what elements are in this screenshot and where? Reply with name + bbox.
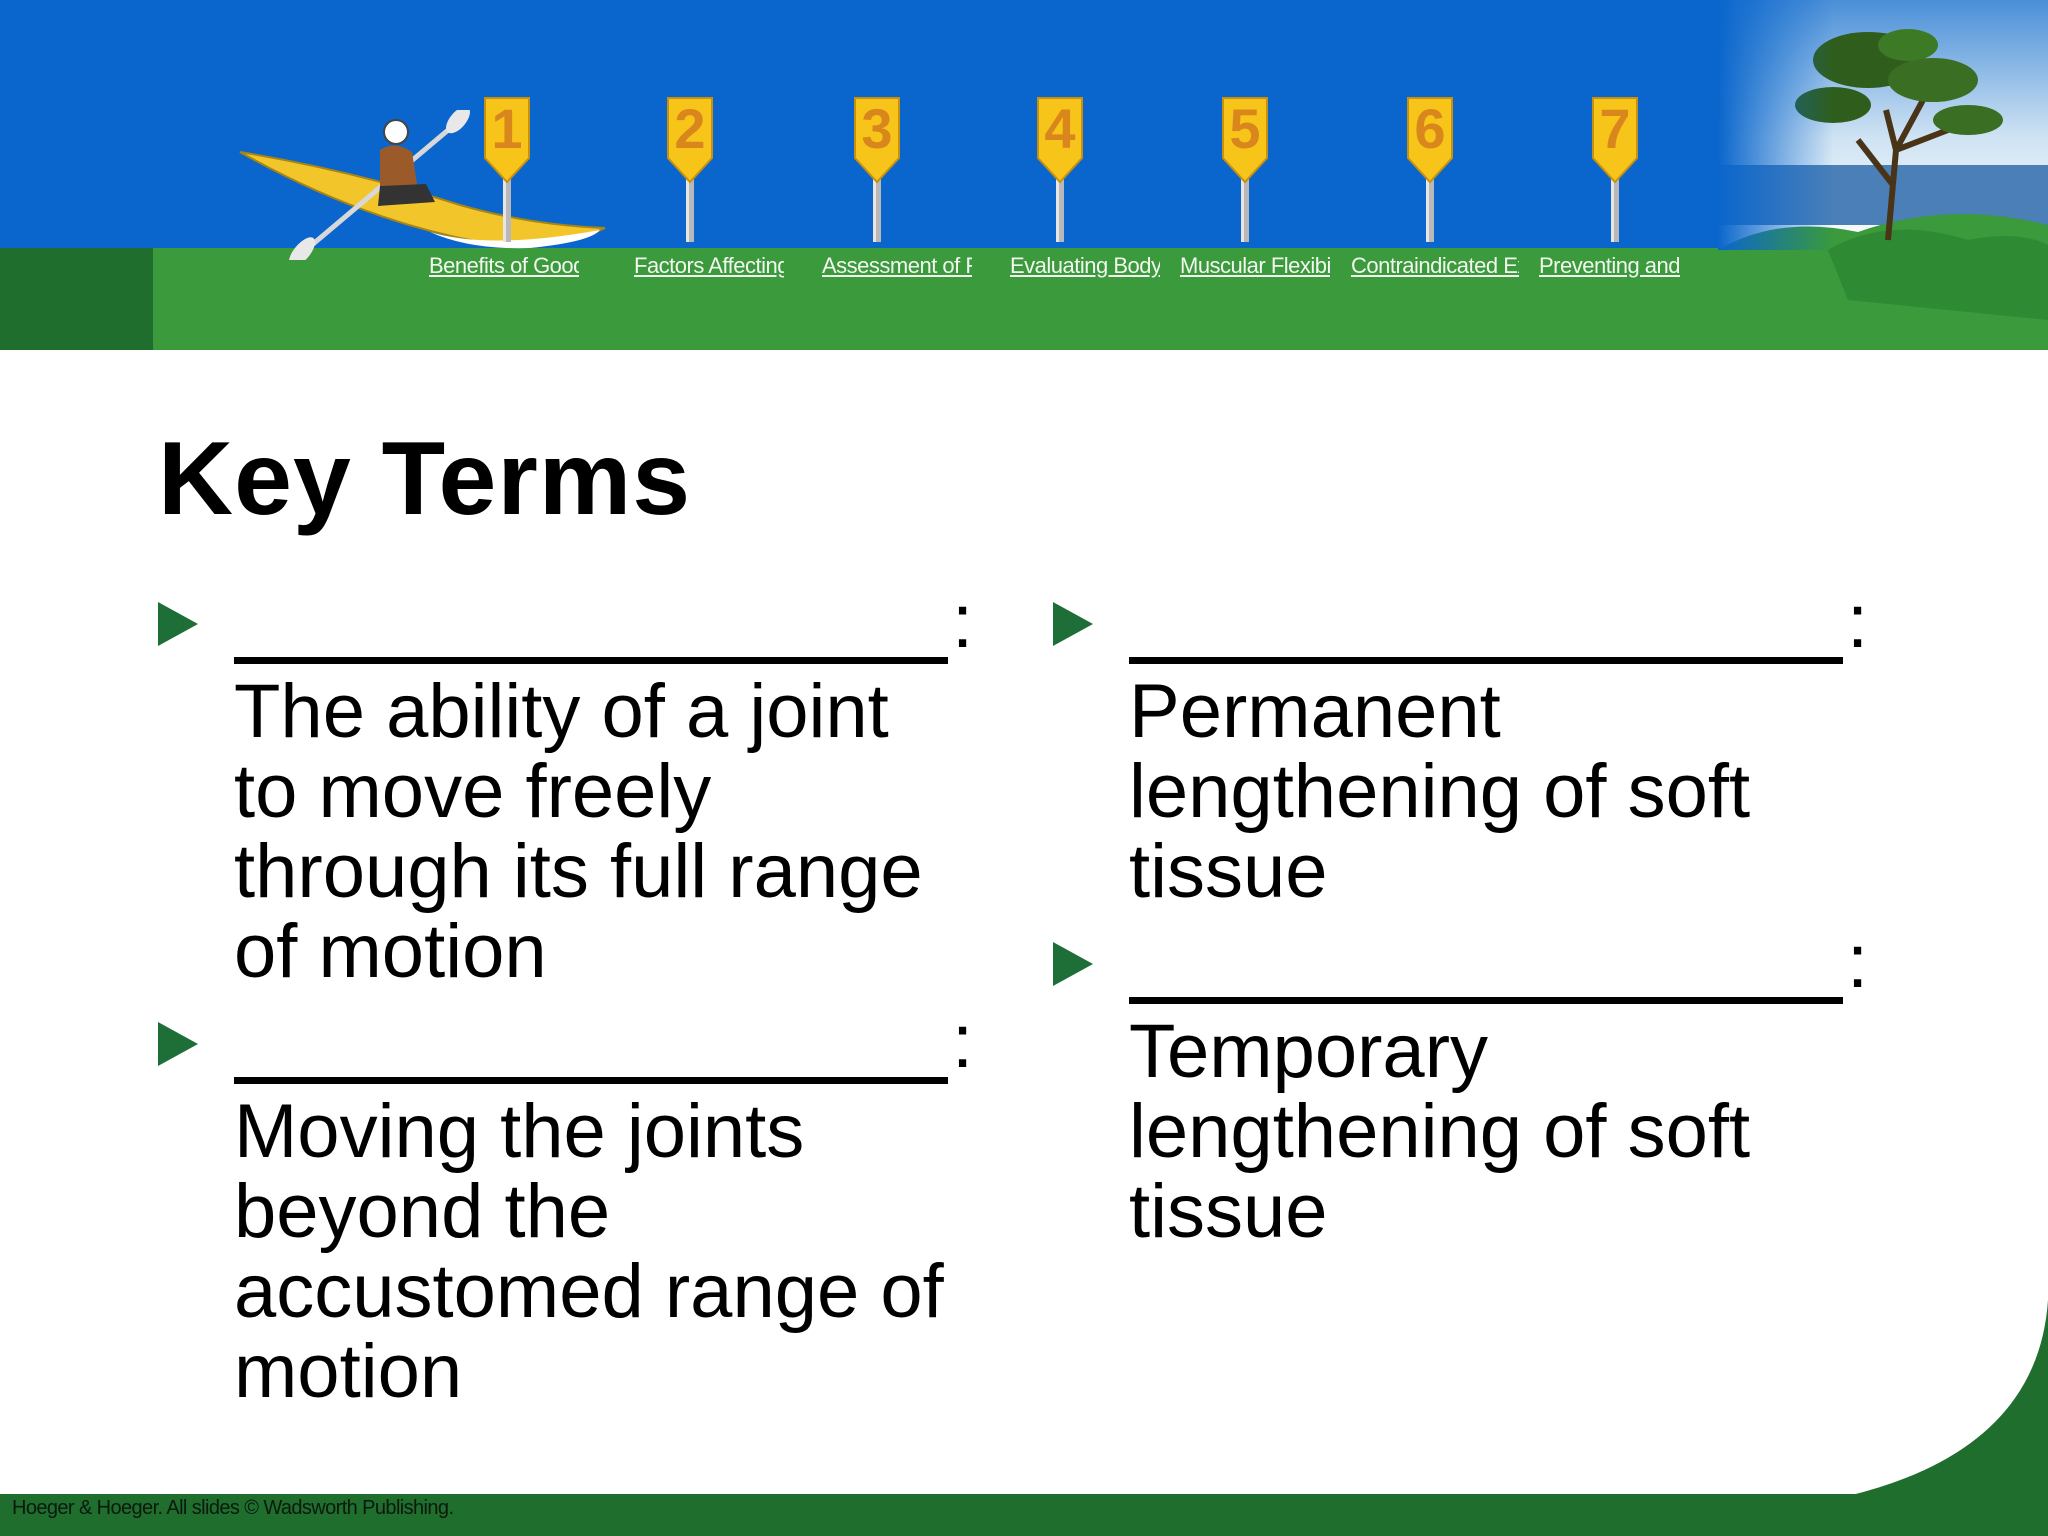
triangle-bullet-icon [158, 1022, 198, 1066]
sign-number: 1 [491, 97, 523, 160]
nav-link-1[interactable]: Benefits of Good [429, 253, 579, 278]
sign-number: 6 [1414, 97, 1446, 160]
header-dark-green-block [0, 248, 153, 350]
signpost-icon [1592, 97, 1638, 242]
triangle-bullet-icon [1053, 942, 1093, 986]
blank-colon: : [1847, 919, 1869, 1004]
term-definition: Moving the joints beyond the accustomed … [234, 1089, 944, 1414]
signpost-icon [667, 97, 713, 242]
term-definition: The ability of a joint to move freely th… [234, 669, 923, 994]
kayaker-image [239, 110, 606, 260]
sign-number: 5 [1229, 97, 1261, 160]
blank-colon: : [952, 999, 974, 1084]
fill-in-blank [1129, 997, 1843, 1004]
footer-bar [0, 1494, 2048, 1536]
signpost-icon [1222, 97, 1268, 242]
signpost-icon [1037, 97, 1083, 242]
footer-swoosh-decoration [1848, 1300, 2048, 1496]
triangle-bullet-icon [1053, 602, 1093, 646]
header-green-band [0, 248, 2048, 350]
header-sky-banner [0, 0, 2048, 250]
sign-number: 4 [1044, 97, 1076, 160]
signpost-3[interactable]: 3 [852, 96, 902, 242]
nav-link-6[interactable]: Contraindicated Exercises [1351, 253, 1519, 278]
nav-link-3[interactable]: Assessment of Flexibility [822, 253, 972, 278]
sign-number: 7 [1599, 97, 1631, 160]
nav-link-2[interactable]: Factors Affecting [634, 253, 784, 278]
signpost-2[interactable]: 2 [665, 96, 715, 242]
footer-credit: Hoeger & Hoeger. All slides © Wadsworth … [12, 1497, 454, 1519]
signpost-icon [484, 97, 530, 242]
signpost-icon [854, 97, 900, 242]
signpost-6[interactable]: 6 [1405, 96, 1455, 242]
signpost-5[interactable]: 5 [1220, 96, 1270, 242]
triangle-bullet-icon [158, 602, 198, 646]
slide-title: Key Terms [158, 421, 692, 537]
signpost-4[interactable]: 4 [1035, 96, 1085, 242]
blank-colon: : [1847, 579, 1869, 664]
fill-in-blank [234, 1077, 948, 1084]
signpost-7[interactable]: 7 [1590, 96, 1640, 242]
term-definition: Permanent lengthening of soft tissue [1129, 669, 1751, 914]
sign-number: 3 [861, 97, 893, 160]
section-nav-bar: Benefits of Good Factors Affecting Asses… [0, 252, 1800, 282]
blank-colon: : [952, 579, 974, 664]
sign-number: 2 [674, 97, 706, 160]
fill-in-blank [1129, 657, 1843, 664]
signpost-icon [1407, 97, 1453, 242]
tree-scenery-image [1718, 0, 2048, 350]
signpost-1[interactable]: 1 [482, 96, 532, 242]
nav-link-4[interactable]: Evaluating Body [1010, 253, 1160, 278]
nav-link-7[interactable]: Preventing and [1539, 253, 1681, 278]
term-definition: Temporary lengthening of soft tissue [1129, 1009, 1751, 1254]
fill-in-blank [234, 657, 948, 664]
nav-link-5[interactable]: Muscular Flexibility [1180, 253, 1330, 278]
